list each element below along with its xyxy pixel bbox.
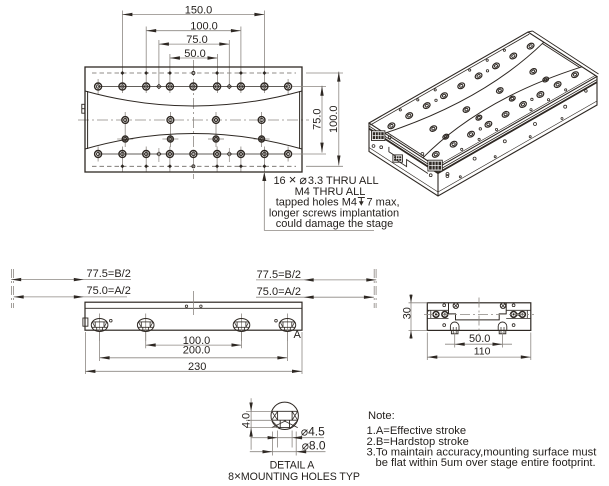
svg-text:tapped holes M4: tapped holes M4 xyxy=(276,197,357,209)
svg-text:100.0: 100.0 xyxy=(328,105,340,133)
svg-text:⌀8.0: ⌀8.0 xyxy=(302,438,326,452)
svg-text:75.0=A/2: 75.0=A/2 xyxy=(257,286,301,298)
svg-text:16 × ⌀ 3.3 THRU ALL: 16 × ⌀ 3.3 THRU ALL xyxy=(273,172,378,187)
svg-text:30: 30 xyxy=(401,307,413,319)
svg-text:A: A xyxy=(294,329,302,341)
svg-text:7 max,: 7 max, xyxy=(367,197,400,209)
svg-text:110: 110 xyxy=(474,346,491,358)
svg-text:could damage the stage: could damage the stage xyxy=(276,218,393,230)
svg-text:M4 THRU ALL: M4 THRU ALL xyxy=(295,186,366,198)
svg-text:4.0: 4.0 xyxy=(241,413,253,428)
svg-text:DETAIL A: DETAIL A xyxy=(270,460,316,472)
svg-text:3.To maintain accuracy,mountin: 3.To maintain accuracy,mounting surface … xyxy=(367,447,598,459)
svg-text:77.5=B/2: 77.5=B/2 xyxy=(257,269,301,281)
svg-text:230: 230 xyxy=(188,361,206,373)
svg-text:longer screws implantation: longer screws implantation xyxy=(269,207,399,219)
svg-text:Note:: Note: xyxy=(368,410,395,422)
svg-text:150.0: 150.0 xyxy=(185,4,213,16)
svg-text:be flat within 5um over stage: be flat within 5um over stage entire foo… xyxy=(376,457,596,469)
svg-text:100.0: 100.0 xyxy=(190,21,218,33)
svg-text:8×MOUNTING HOLES TYP: 8×MOUNTING HOLES TYP xyxy=(228,469,360,483)
svg-text:200.0: 200.0 xyxy=(183,345,211,357)
svg-text:75.0: 75.0 xyxy=(186,34,207,46)
svg-text:2.B=Hardstop stroke: 2.B=Hardstop stroke xyxy=(367,436,469,448)
svg-text:50.0: 50.0 xyxy=(184,48,205,60)
svg-text:100.0: 100.0 xyxy=(183,335,211,347)
svg-text:75.0: 75.0 xyxy=(311,108,323,129)
svg-text:75.0=A/2: 75.0=A/2 xyxy=(87,285,131,297)
svg-text:77.5=B/2: 77.5=B/2 xyxy=(87,268,131,280)
svg-text:50.0: 50.0 xyxy=(469,333,490,345)
svg-text:1.A=Effective stroke: 1.A=Effective stroke xyxy=(367,425,467,437)
svg-text:⌀4.5: ⌀4.5 xyxy=(301,424,325,438)
